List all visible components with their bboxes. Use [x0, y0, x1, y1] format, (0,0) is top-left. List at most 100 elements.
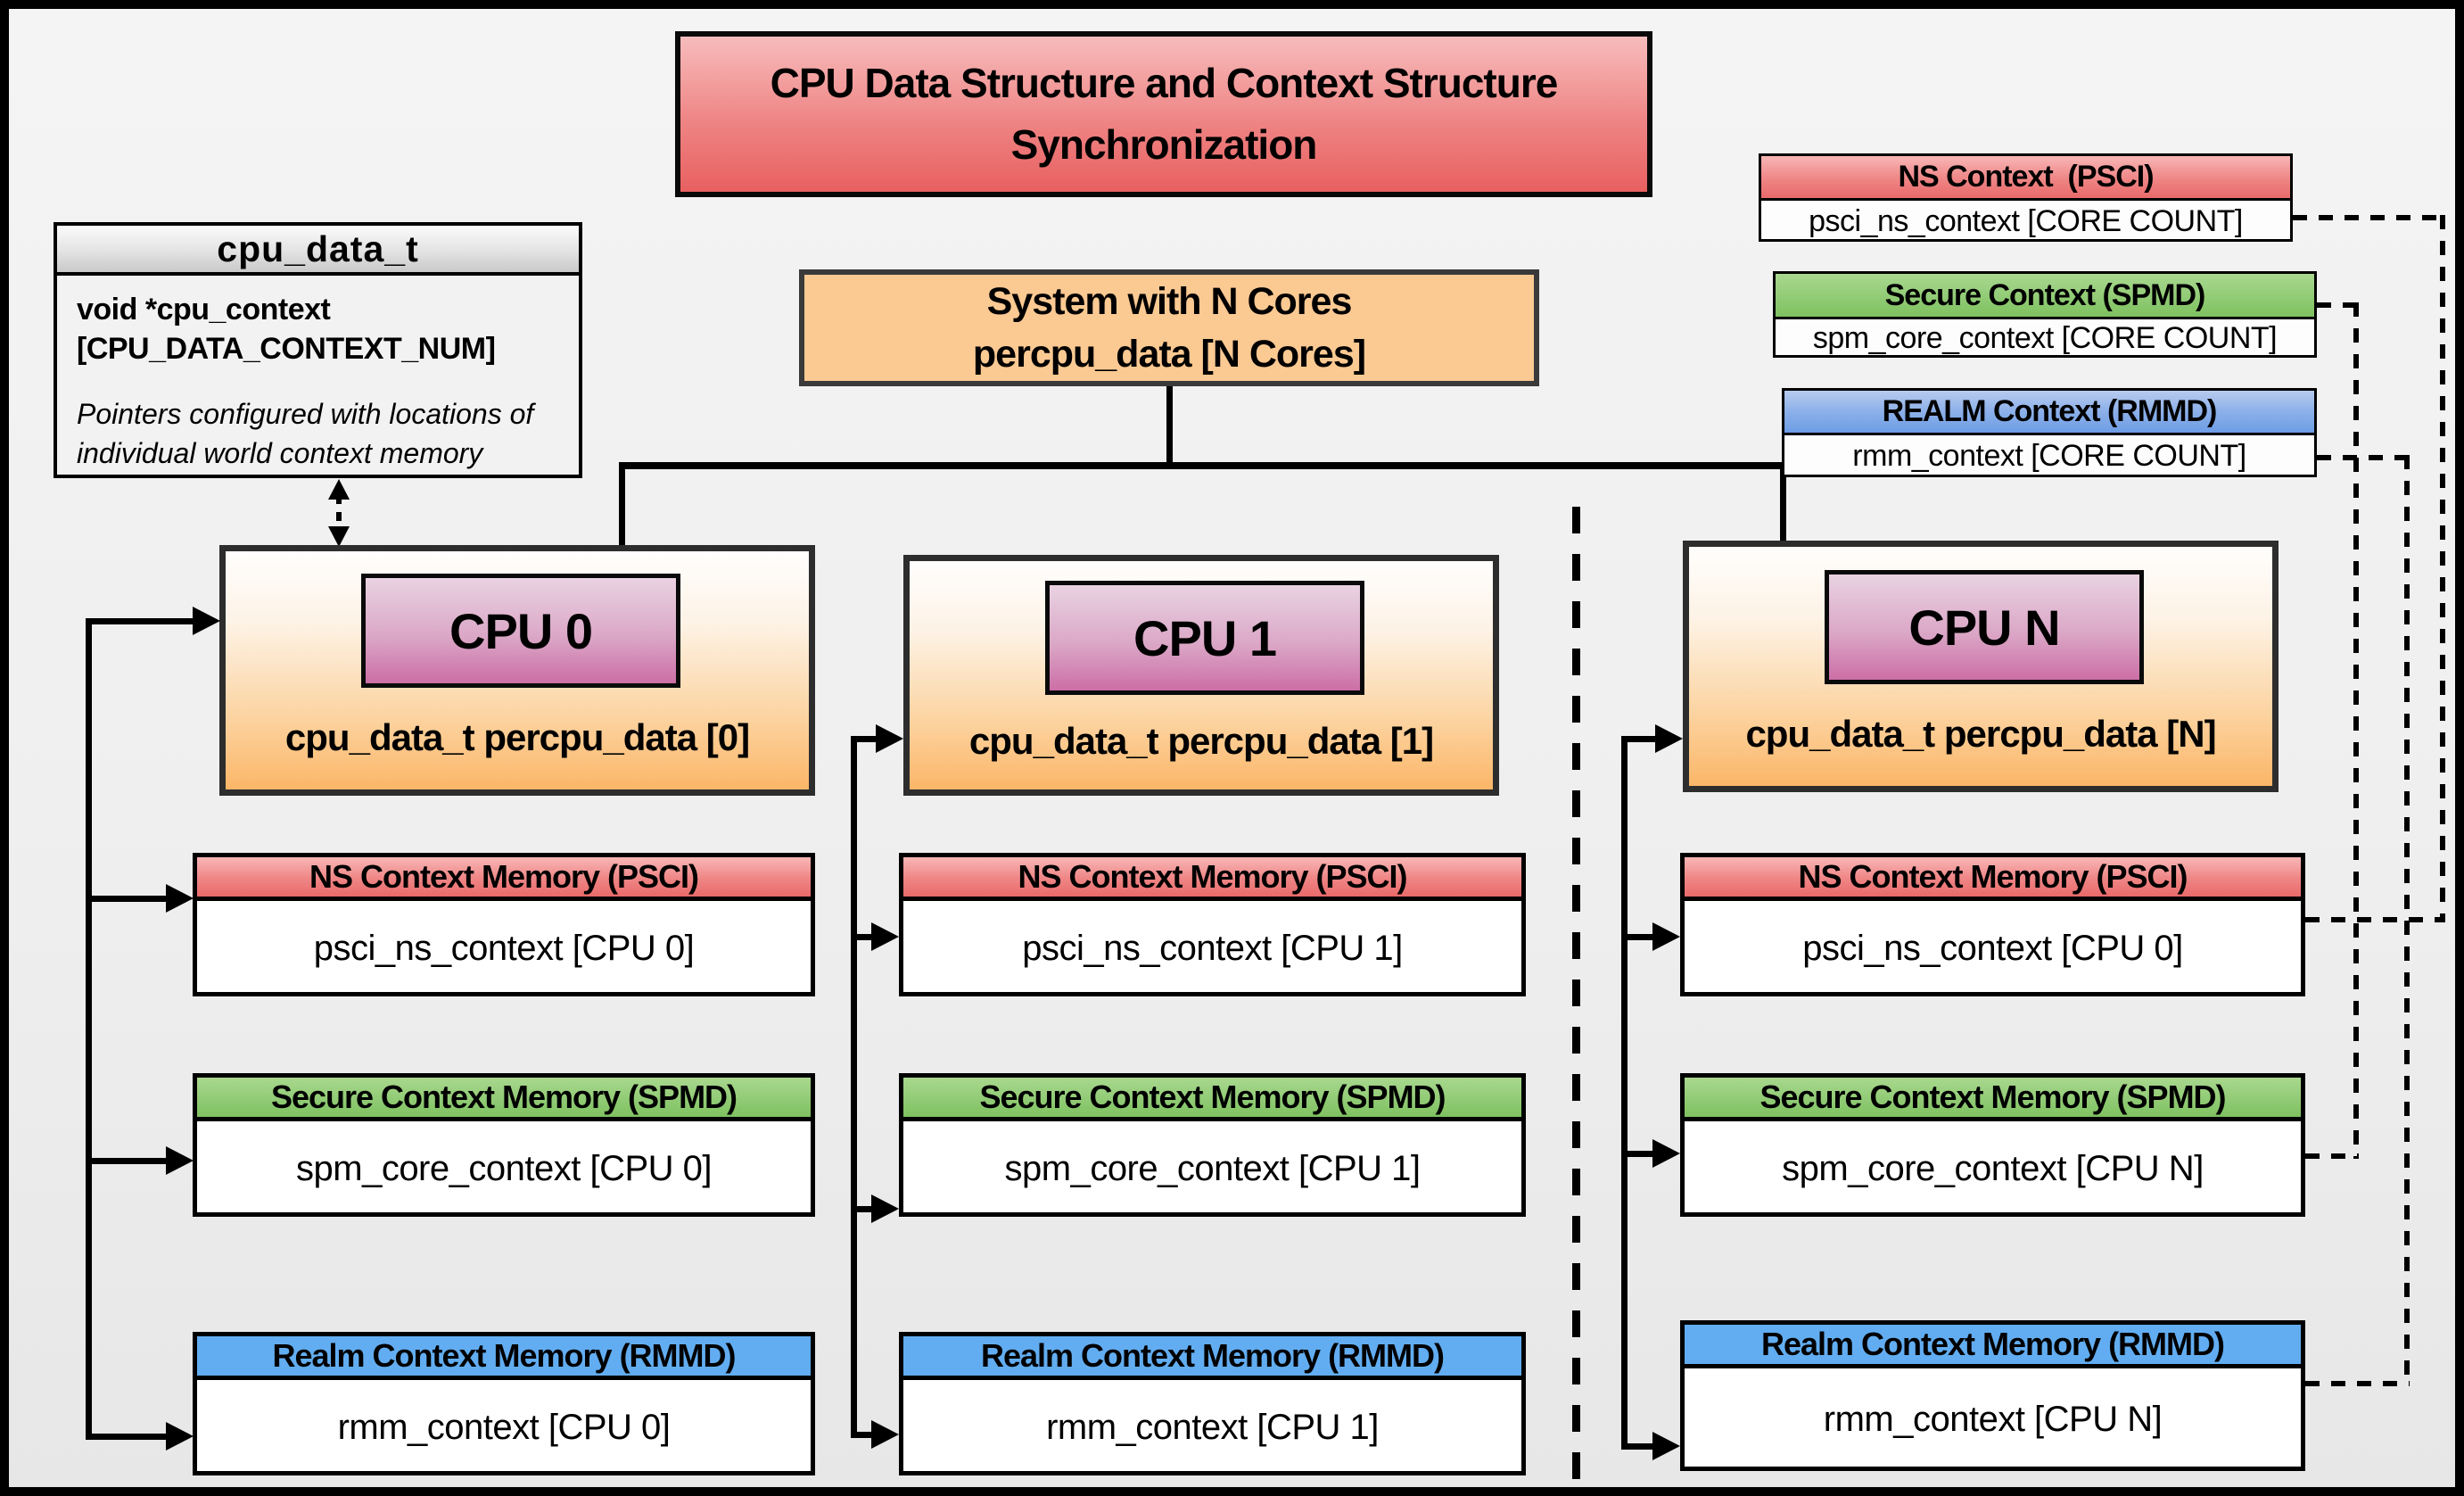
- arrow-into-cpu1-secure: [871, 1194, 899, 1223]
- arrow-into-cpu0-ns: [166, 884, 194, 913]
- cpu1-rail-branch-secure: [851, 1206, 874, 1212]
- cpu1-realm-context-body: rmm_context [CPU 1]: [1046, 1408, 1379, 1447]
- arrow-into-cpu0: [193, 607, 220, 635]
- cpu0-realm-context-body: rmm_context [CPU 0]: [337, 1408, 671, 1447]
- cpun-pointer-rail: [1621, 736, 1628, 1450]
- cpun-secure-context-body: spm_core_context [CPU N]: [1782, 1149, 2204, 1188]
- ns-rail-stub-bottom: [2305, 917, 2445, 922]
- cpu0-ns-context-body: psci_ns_context [CPU 0]: [313, 929, 695, 968]
- bus-drop-cpu0: [619, 462, 625, 549]
- cpun-ns-context-box: NS Context Memory (PSCI) psci_ns_context…: [1680, 853, 2305, 996]
- cpu0-rail-branch-ns: [86, 896, 168, 902]
- arrow-into-cpun-secure: [1652, 1139, 1680, 1168]
- arrow-into-cpu1: [876, 724, 903, 753]
- system-drop-line: [1166, 386, 1173, 466]
- cpu0-rail-branch-cpu: [86, 618, 194, 624]
- cpun-rail-branch-ns: [1621, 934, 1655, 940]
- secure-rail-stub-bottom: [2305, 1153, 2359, 1159]
- cpun-data-label: cpu_data_t percpu_data [N]: [1745, 713, 2216, 755]
- cpun-secure-context-box: Secure Context Memory (SPMD) spm_core_co…: [1680, 1073, 2305, 1217]
- cpu1-realm-context-header: Realm Context Memory (RMMD): [903, 1336, 1521, 1380]
- arrow-into-cpu0-secure: [166, 1146, 194, 1175]
- realm-rail-stub-bottom: [2305, 1381, 2410, 1386]
- system-box-line2: percpu_data [N Cores]: [972, 332, 1366, 376]
- cpu1-rail-branch-realm: [851, 1432, 874, 1438]
- legend-realm-header: REALM Context (RMMD): [1784, 391, 2314, 435]
- cpu0-data-label: cpu_data_t percpu_data [0]: [284, 716, 750, 758]
- legend-ns-context: NS Context (PSCI) psci_ns_context [CORE …: [1759, 153, 2293, 242]
- struct-link-arrow-down: [328, 526, 350, 547]
- cpu0-secure-context-header: Secure Context Memory (SPMD): [197, 1078, 811, 1121]
- ns-rail-vertical: [2440, 215, 2445, 922]
- cpu1-data-label: cpu_data_t percpu_data [1]: [968, 720, 1434, 762]
- cpun-rail-branch-cpu: [1621, 736, 1658, 742]
- cpun-realm-context-body: rmm_context [CPU N]: [1823, 1400, 2163, 1439]
- arrow-into-cpu1-ns: [871, 922, 899, 951]
- arrow-into-cpu0-realm: [166, 1422, 194, 1451]
- cpu0-secure-context-box: Secure Context Memory (SPMD) spm_core_co…: [193, 1073, 815, 1217]
- legend-ns-body: psci_ns_context [CORE COUNT]: [1809, 203, 2243, 238]
- struct-link-arrow-up: [328, 479, 350, 500]
- page-title: CPU Data Structure and Context Structure…: [675, 31, 1652, 197]
- cpu0-box: CPU 0 cpu_data_t percpu_data [0]: [219, 545, 815, 796]
- cpun-ns-context-header: NS Context Memory (PSCI): [1685, 857, 2301, 901]
- cpun-secure-context-header: Secure Context Memory (SPMD): [1685, 1078, 2301, 1121]
- bus-drop-cpun: [1780, 462, 1786, 544]
- secure-rail-stub-top: [2317, 302, 2359, 308]
- cpu0-realm-context-header: Realm Context Memory (RMMD): [197, 1336, 811, 1380]
- ns-rail-stub-top: [2293, 215, 2444, 220]
- legend-realm-body: rmm_context [CORE COUNT]: [1852, 439, 2246, 473]
- cpu-data-struct-note: Pointers configured with locations of in…: [77, 398, 534, 469]
- struct-link-dashed-line: [336, 495, 342, 531]
- cpu0-ns-context-header: NS Context Memory (PSCI): [197, 857, 811, 901]
- cpun-realm-context-header: Realm Context Memory (RMMD): [1685, 1325, 2301, 1368]
- arrow-into-cpu1-realm: [871, 1420, 899, 1449]
- cpu0-rail-branch-secure: [86, 1158, 168, 1164]
- cpu1-rail-branch-cpu: [851, 736, 878, 742]
- cpu0-rail-branch-realm: [86, 1434, 168, 1440]
- cpu1-secure-context-header: Secure Context Memory (SPMD): [903, 1078, 1521, 1121]
- cpu1-ns-context-header: NS Context Memory (PSCI): [903, 857, 1521, 901]
- cpu0-chip: CPU 0: [361, 574, 680, 688]
- legend-secure-context: Secure Context (SPMD) spm_core_context […: [1773, 271, 2317, 358]
- arrow-into-cpun: [1655, 724, 1683, 753]
- cpu-data-struct-title: cpu_data_t: [217, 227, 419, 269]
- system-bus-line: [619, 462, 1786, 469]
- secure-rail-vertical: [2353, 302, 2359, 1159]
- legend-ns-header: NS Context (PSCI): [1761, 156, 2290, 201]
- realm-rail-vertical: [2404, 455, 2410, 1386]
- cpu1-secure-context-box: Secure Context Memory (SPMD) spm_core_co…: [899, 1073, 1526, 1217]
- cpu1-realm-context-box: Realm Context Memory (RMMD) rmm_context …: [899, 1332, 1526, 1475]
- cpun-rail-branch-realm: [1621, 1443, 1655, 1450]
- legend-secure-header: Secure Context (SPMD): [1776, 274, 2314, 319]
- cpu-data-struct-body: void *cpu_context [CPU_DATA_CONTEXT_NUM]…: [57, 276, 579, 487]
- cpu-data-struct-box: cpu_data_t void *cpu_context [CPU_DATA_C…: [54, 222, 582, 478]
- cpu-data-struct-field: void *cpu_context [CPU_DATA_CONTEXT_NUM]: [77, 293, 496, 367]
- cpun-chip: CPU N: [1825, 570, 2144, 684]
- legend-secure-body: spm_core_context [CORE COUNT]: [1812, 321, 2278, 355]
- cpu1-rail-branch-ns: [851, 934, 874, 940]
- cpu1-box: CPU 1 cpu_data_t percpu_data [1]: [903, 555, 1499, 796]
- cpun-rail-branch-secure: [1621, 1151, 1655, 1157]
- cpu1-ns-context-box: NS Context Memory (PSCI) psci_ns_context…: [899, 853, 1526, 996]
- realm-rail-stub-top: [2317, 455, 2410, 460]
- arrow-into-cpun-ns: [1652, 922, 1680, 951]
- legend-realm-context: REALM Context (RMMD) rmm_context [CORE C…: [1782, 388, 2317, 477]
- cpun-ns-context-body: psci_ns_context [CPU 0]: [1802, 929, 2183, 968]
- cpu1-ns-context-body: psci_ns_context [CPU 1]: [1022, 929, 1403, 968]
- cpun-realm-context-box: Realm Context Memory (RMMD) rmm_context …: [1680, 1320, 2305, 1471]
- cpu1-chip: CPU 1: [1045, 581, 1364, 695]
- column-separator-dashed-line: [1572, 507, 1580, 1487]
- cpu1-pointer-rail: [851, 736, 857, 1438]
- system-box: System with N Cores percpu_data [N Cores…: [799, 269, 1539, 386]
- arrow-into-cpun-realm: [1652, 1432, 1680, 1460]
- system-box-line1: System with N Cores: [986, 280, 1353, 324]
- cpu0-secure-context-body: spm_core_context [CPU 0]: [296, 1149, 713, 1188]
- cpu1-secure-context-body: spm_core_context [CPU 1]: [1004, 1149, 1422, 1188]
- page-title-text: CPU Data Structure and Context Structure…: [770, 60, 1559, 168]
- cpu-data-struct-header: cpu_data_t: [57, 226, 579, 276]
- cpu0-ns-context-box: NS Context Memory (PSCI) psci_ns_context…: [193, 853, 815, 996]
- cpu0-pointer-rail: [86, 618, 92, 1440]
- cpun-box: CPU N cpu_data_t percpu_data [N]: [1683, 541, 2279, 792]
